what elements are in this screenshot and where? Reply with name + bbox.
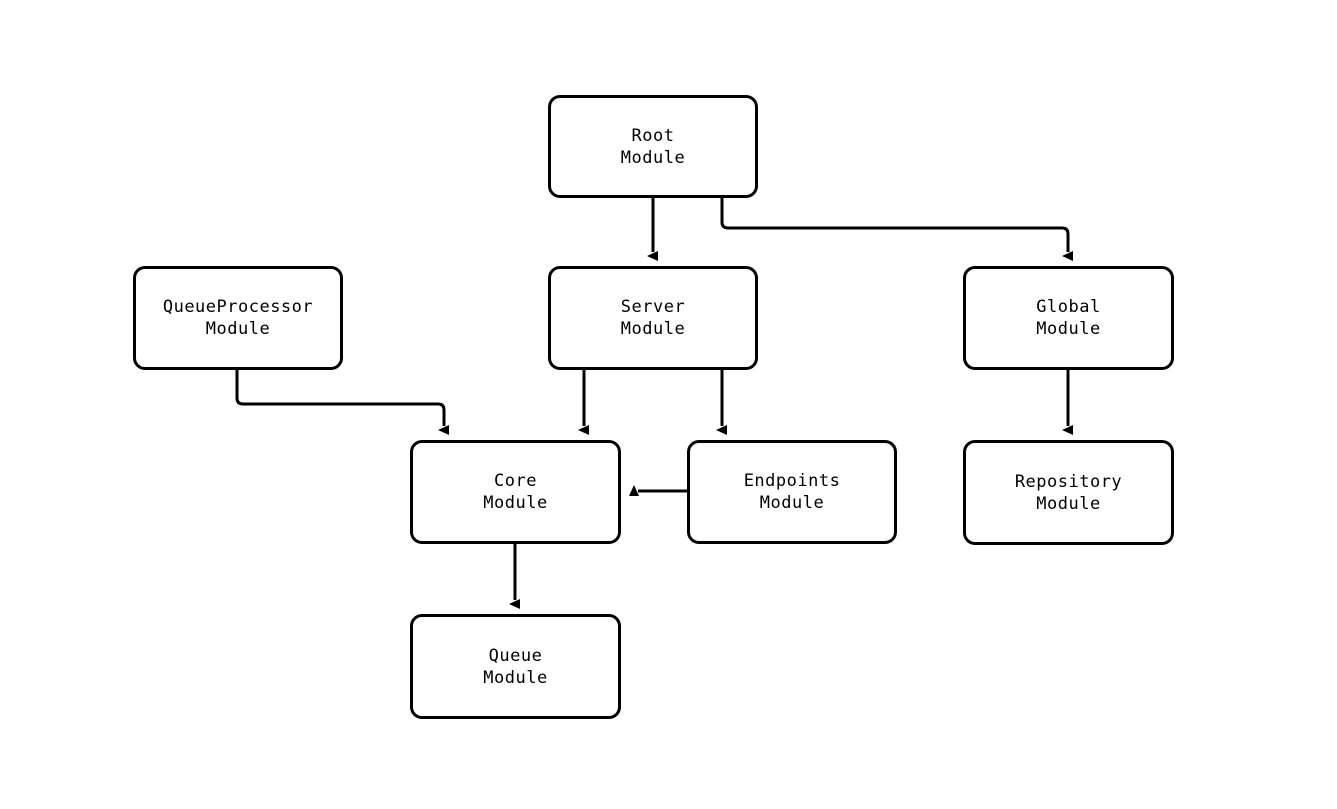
node-root-subtitle: Module [620,147,686,168]
node-global-subtitle: Module [1036,319,1101,339]
node-endpoints-title: Endpoints [743,471,841,491]
node-queue-subtitle: Module [483,667,548,688]
node-repository-title: Repository [1014,471,1123,492]
node-server-subtitle: Module [620,319,686,339]
node-core-subtitle: Module [483,493,548,513]
edge-queueprocessor-to-core [235,370,449,435]
node-server-title: Server [620,297,686,317]
node-global-title: Global [1036,297,1101,317]
node-queue-title: Queue [488,645,543,666]
node-core-title: Core [494,471,537,491]
node-root-title: Root [631,125,675,146]
node-queueprocessor-title: QueueProcessor [162,297,314,317]
node-repository-subtitle: Module [1036,493,1101,514]
node-endpoints-subtitle: Module [759,493,825,513]
edge-root-to-global [720,198,1073,261]
node-queueprocessor-subtitle: Module [205,319,271,339]
